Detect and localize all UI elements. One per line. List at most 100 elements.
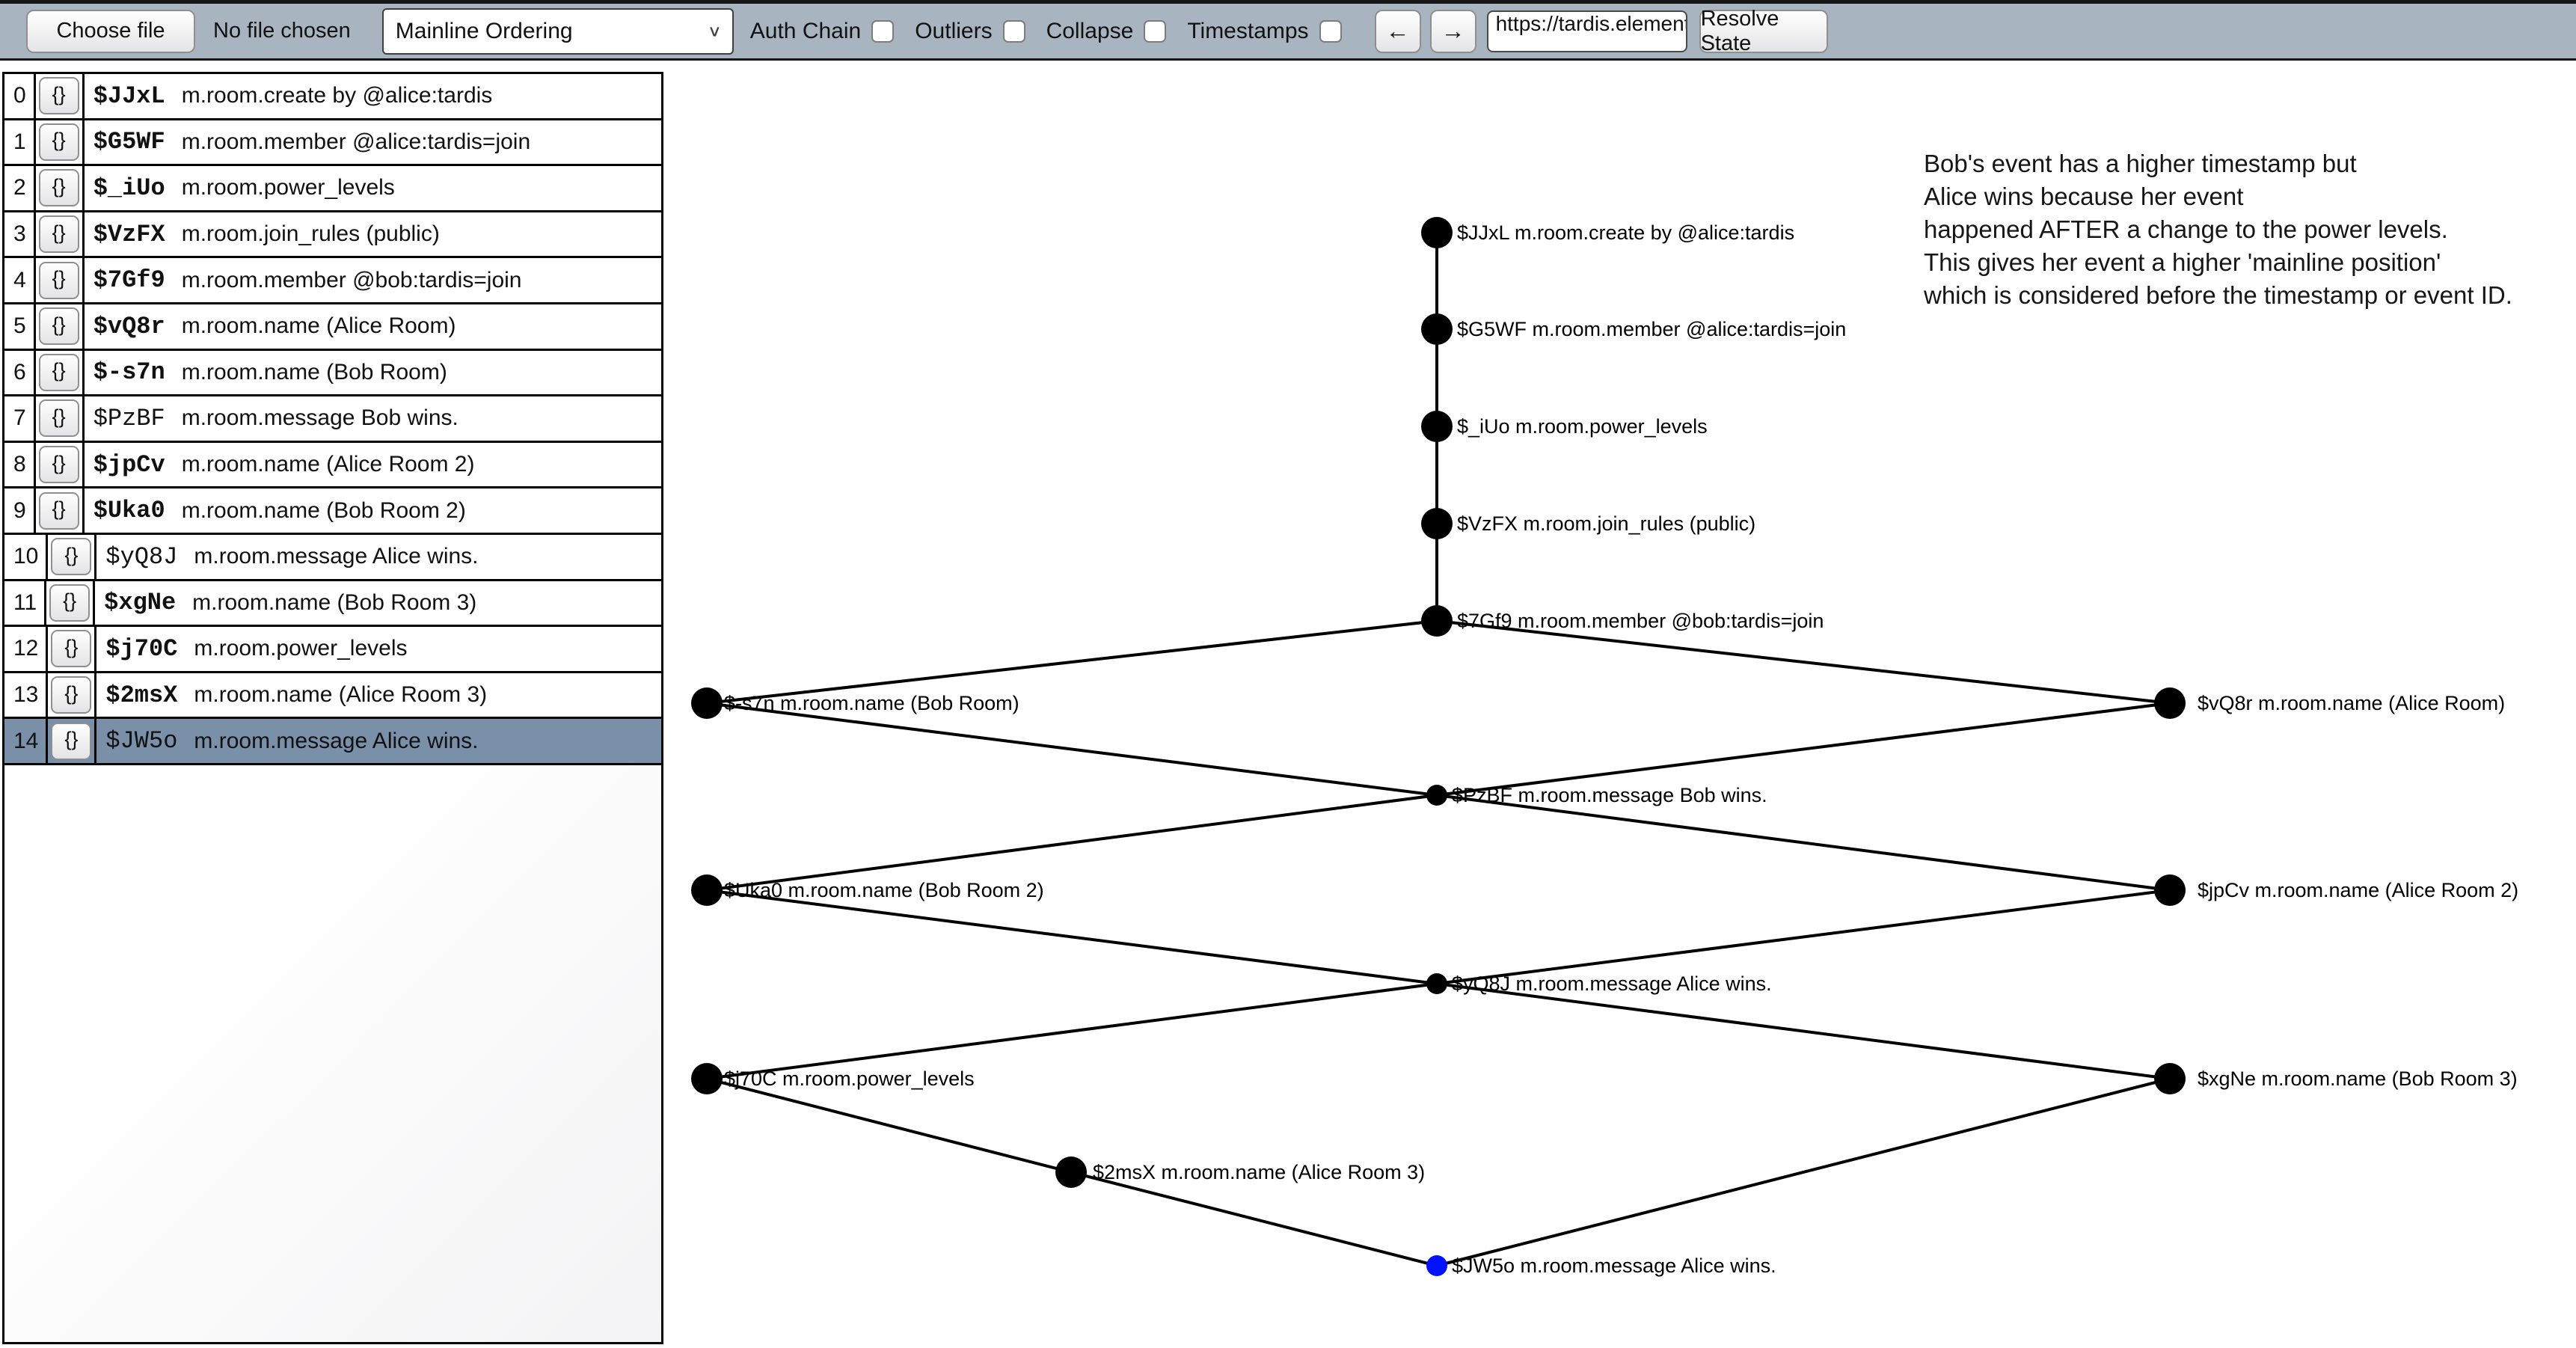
row-divider [33,212,36,257]
collapse-checkbox[interactable] [1144,19,1167,43]
event-row[interactable]: 3 {} $VzFX m.room.join_rules (public) [4,212,661,259]
event-description: m.room.member @alice:tardis=join [181,129,531,154]
event-row[interactable]: 11 {} $xgNe m.room.name (Bob Room 3) [4,580,661,628]
event-description: m.room.create by @alice:tardis [181,83,493,108]
event-description: m.room.power_levels [181,175,395,200]
view-json-button[interactable]: {} [51,630,92,668]
server-url-input[interactable]: https://tardis.element.dev [1486,10,1687,52]
timestamps-checkbox[interactable] [1319,19,1342,43]
outliers-checkbox[interactable] [1002,19,1025,43]
event-row-index: 3 [13,221,26,247]
event-row-index: 6 [13,359,26,385]
view-json-button[interactable]: {} [49,583,91,622]
view-json-button[interactable]: {} [51,538,92,576]
graph-node-PzBF[interactable] [1426,785,1447,806]
view-json-button[interactable]: {} [51,676,92,714]
view-json-button[interactable]: {} [38,215,79,254]
resolve-state-button[interactable]: Resolve State [1699,7,1828,55]
event-row-index: 4 [13,267,26,292]
graph-node-jpCv[interactable] [2154,874,2186,906]
view-json-button[interactable]: {} [38,307,79,346]
event-id: $xgNe [104,589,177,617]
event-row[interactable]: 13 {} $2msX m.room.name (Alice Room 3) [4,673,661,720]
graph-node-G5WF[interactable] [1421,313,1453,345]
event-id: $Uka0 [93,497,165,525]
row-divider [33,74,36,118]
event-id: $G5WF [93,128,165,156]
event-row[interactable]: 10 {} $yQ8J m.room.message Alice wins. [4,534,661,581]
view-json-button[interactable]: {} [38,261,79,299]
event-row-index: 10 [13,544,39,569]
event-row[interactable]: 14 {} $JW5o m.room.message Alice wins. [4,719,661,765]
graph-node-VzFX[interactable] [1421,508,1453,539]
graph-node-label: $_iUo m.room.power_levels [1457,415,1708,438]
graph-edge [1070,1171,1438,1267]
row-divider [33,304,36,349]
graph-node-xgNe[interactable] [2154,1063,2186,1094]
row-divider [33,442,36,487]
graph-node-vQ8r[interactable] [2154,687,2186,719]
graph-edge [706,794,1438,892]
graph-node-label: $yQ8J m.room.message Alice wins. [1452,972,1772,995]
view-json-button[interactable]: {} [38,399,79,438]
graph-node-label: $xgNe m.room.name (Bob Room 3) [2198,1067,2518,1090]
graph-node-label: $Uka0 m.room.name (Bob Room 2) [724,879,1044,901]
row-divider [33,488,36,533]
event-description: m.room.name (Alice Room 3) [194,682,488,708]
ordering-select-value: Mainline Ordering [395,18,573,43]
view-json-button[interactable]: {} [51,722,92,760]
view-json-button[interactable]: {} [38,446,79,484]
event-row[interactable]: 7 {} $PzBF m.room.message Bob wins. [4,396,661,443]
annotation-line: which is considered before the timestamp… [1924,281,2512,309]
graph-node-label: $JJxL m.room.create by @alice:tardis [1457,221,1794,244]
event-row-index: 5 [13,313,26,339]
ordering-select[interactable]: Mainline Ordering ∨ [381,7,734,55]
event-row-index: 14 [13,728,39,753]
collapse-label: Collapse [1046,18,1134,43]
graph-node-2msX[interactable] [1055,1156,1087,1188]
event-row[interactable]: 5 {} $vQ8r m.room.name (Alice Room) [4,304,661,351]
event-id: $j70C [105,634,178,663]
event-row[interactable]: 8 {} $jpCv m.room.name (Alice Room 2) [4,442,661,489]
view-json-button[interactable]: {} [38,169,79,207]
choose-file-button[interactable]: Choose file [26,9,195,53]
event-id: $7Gf9 [93,266,165,295]
event-row[interactable]: 12 {} $j70C m.room.power_levels [4,627,661,673]
event-description: m.room.name (Alice Room 2) [181,452,475,477]
graph-node-label: $VzFX m.room.join_rules (public) [1457,512,1755,535]
event-row[interactable]: 2 {} $_iUo m.room.power_levels [4,166,661,212]
graph-node-Uka0[interactable] [691,874,723,906]
view-json-button[interactable]: {} [38,77,79,115]
back-button[interactable]: ← [1374,9,1421,53]
forward-button[interactable]: → [1429,9,1476,53]
event-row[interactable]: 6 {} $-s7n m.room.name (Bob Room) [4,350,661,397]
row-divider [82,258,85,302]
view-json-button[interactable]: {} [38,123,79,161]
file-status-text: No file chosen [213,19,351,43]
graph-edge [1436,794,2171,892]
graph-node-j70C[interactable] [691,1063,723,1094]
event-id: $2msX [105,681,178,709]
view-json-button[interactable]: {} [38,491,79,530]
graph-node-s7n[interactable] [691,687,723,719]
graph-node-JJxL[interactable] [1421,217,1453,248]
event-description: m.room.name (Bob Room 2) [181,497,466,523]
event-id: $jpCv [93,450,165,479]
graph-node-JW5o[interactable] [1426,1255,1447,1276]
graph-node-_iUo[interactable] [1421,411,1453,442]
event-row[interactable]: 9 {} $Uka0 m.room.name (Bob Room 2) [4,488,661,535]
event-row[interactable]: 1 {} $G5WF m.room.member @alice:tardis=j… [4,120,661,167]
annotation-line: happened AFTER a change to the power lev… [1924,215,2448,243]
event-row[interactable]: 0 {} $JJxL m.room.create by @alice:tardi… [4,74,661,120]
graph-node-7Gf9[interactable] [1421,605,1453,637]
row-divider [94,673,97,717]
auth-chain-checkbox[interactable] [871,19,895,43]
event-id: $JJxL [93,82,165,110]
timestamps-label: Timestamps [1187,18,1309,43]
graph-node-yQ8J[interactable] [1426,973,1447,994]
graph-node-label: $jpCv m.room.name (Alice Room 2) [2198,879,2518,901]
view-json-button[interactable]: {} [38,353,79,391]
row-divider [33,166,36,210]
event-row[interactable]: 4 {} $7Gf9 m.room.member @bob:tardis=joi… [4,258,661,304]
auth-chain-label: Auth Chain [749,18,862,43]
